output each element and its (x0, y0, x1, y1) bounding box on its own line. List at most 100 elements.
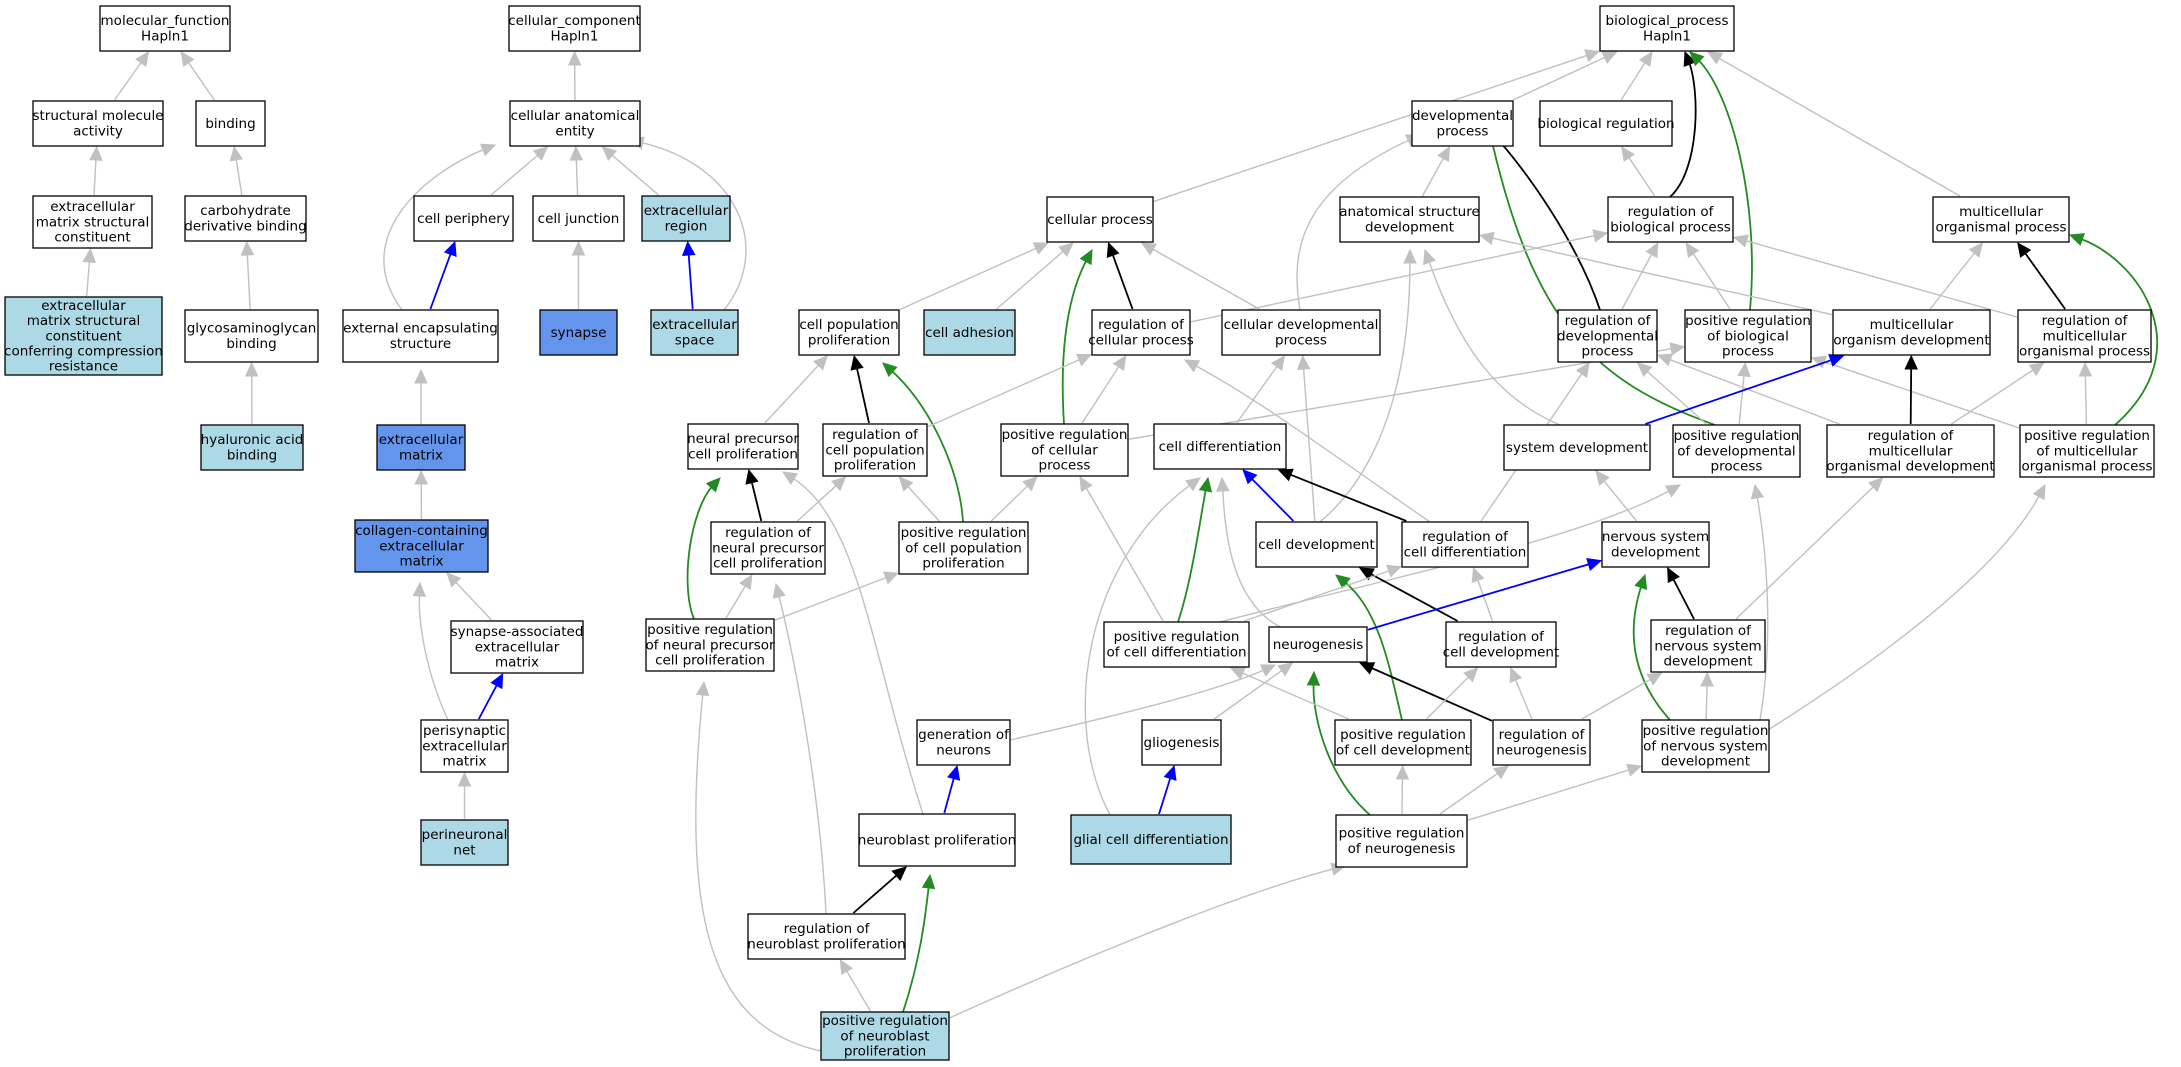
node-box (1411, 100, 1514, 147)
edge-prcpp-to-prcp (990, 476, 1038, 522)
go-term-node-sysdev[interactable]: system development (1503, 424, 1651, 471)
node-label-line: development (1661, 754, 1750, 770)
node-label-line: process (1582, 344, 1634, 360)
edge-prmop-to-regmop (2078, 361, 2093, 425)
node-label-line: derivative binding (184, 218, 306, 234)
edge-gagb-to-cdb (240, 240, 255, 310)
node-box (1641, 719, 1770, 773)
go-term-node-binding[interactable]: binding (195, 100, 266, 147)
go-term-node-gcd[interactable]: glial cell differentiation (1070, 814, 1232, 865)
node-label-line: neuroblast proliferation (858, 832, 1016, 848)
go-term-node-cellproc[interactable]: cellular process (1046, 196, 1154, 243)
go-term-node-bioreg[interactable]: biological regulation (1537, 100, 1675, 147)
node-label-line: structure (390, 336, 451, 352)
node-label-line: extracellular (41, 298, 126, 314)
node-box (420, 719, 509, 773)
node-box (1070, 814, 1232, 865)
node-label-line: cell differentiation (1159, 439, 1282, 455)
node-label-line: of cell differentiation (1106, 644, 1246, 660)
node-label-line: of cellular (1031, 442, 1098, 458)
node-label-line: process (1722, 344, 1774, 360)
edge-prnpcp-to-prcpp (774, 571, 900, 621)
node-label-line: of developmental (1677, 443, 1795, 459)
node-label-line: developmental (1557, 328, 1658, 344)
go-term-node-synapse[interactable]: synapse (539, 309, 618, 356)
go-term-node-nbp[interactable]: neuroblast proliferation (858, 813, 1016, 867)
node-label-line: neural precursor (712, 540, 824, 556)
node-label-line: regulation of (832, 427, 919, 443)
node-label-line: regulation of (784, 921, 871, 937)
node-label-line: regulation of (725, 525, 812, 541)
edge-glio-to-neurogen (1213, 662, 1294, 720)
go-term-node-neurogen[interactable]: neurogenesis (1268, 626, 1368, 663)
edge-saecm-to-ccecm (446, 572, 493, 621)
go-term-node-celldiff[interactable]: cell differentiation (1153, 423, 1287, 470)
go-term-node-cadh[interactable]: cell adhesion (923, 309, 1016, 356)
node-box (858, 813, 1016, 867)
node-label-line: region (665, 218, 708, 234)
edge-regnpcp-to-npcp (745, 468, 763, 522)
go-term-node-cperiph[interactable]: cell periphery (413, 195, 514, 242)
node-label-line: of neuroblast (840, 1028, 929, 1044)
edge-cjunc-to-cae (569, 145, 584, 196)
node-box (508, 5, 641, 52)
go-term-node-glio[interactable]: gliogenesis (1141, 719, 1222, 766)
edge-prnpcp-to-npcp (686, 477, 721, 620)
node-box (200, 424, 304, 471)
edge-gcd-to-glio (1158, 764, 1177, 815)
edge-cperiph-to-cae (490, 146, 549, 196)
go-term-node-celldev[interactable]: cell development (1255, 521, 1378, 568)
go-term-node-cjunc[interactable]: cell junction (532, 195, 625, 242)
